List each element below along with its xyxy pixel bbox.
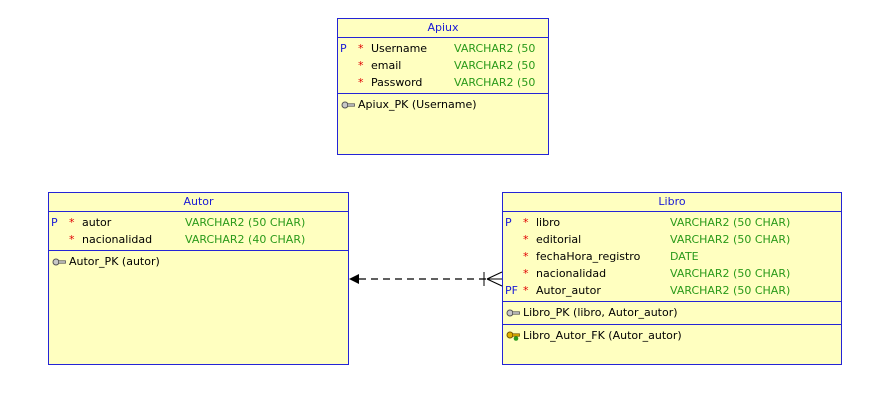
entity-autor[interactable]: Autor P * autor VARCHAR2 (50 CHAR) * nac… — [48, 192, 349, 365]
key-row[interactable]: Autor_PK (autor) — [49, 253, 348, 271]
column-list: P * autor VARCHAR2 (50 CHAR) * nacionali… — [49, 212, 348, 251]
entity-title: Libro — [503, 193, 841, 212]
entity-libro[interactable]: Libro P * libro VARCHAR2 (50 CHAR) * edi… — [502, 192, 842, 365]
column-type: VARCHAR2 (50 CHAR) — [670, 267, 791, 280]
key-label: Autor_PK (autor) — [69, 255, 160, 268]
key-row[interactable]: Apiux_PK (Username) — [338, 96, 548, 114]
fk-list: Libro_Autor_FK (Autor_autor) — [503, 325, 841, 347]
column-name: libro — [536, 216, 561, 229]
required-marker: * — [69, 216, 75, 229]
required-marker: * — [358, 42, 364, 55]
required-marker: * — [69, 233, 75, 246]
pk-key-icon — [341, 101, 355, 109]
column-type: VARCHAR2 (50 CHAR) — [670, 284, 791, 297]
pk-key-icon — [506, 309, 520, 317]
column-type: VARCHAR2 (50 — [454, 59, 536, 72]
column-row[interactable]: P * libro VARCHAR2 (50 CHAR) — [503, 214, 841, 231]
column-type: VARCHAR2 (50 — [454, 76, 536, 89]
column-name: editorial — [536, 233, 582, 246]
column-row[interactable]: P * autor VARCHAR2 (50 CHAR) — [49, 214, 348, 231]
column-name: nacionalidad — [536, 267, 607, 280]
column-type: DATE — [670, 250, 699, 263]
pk-marker: PF — [505, 284, 518, 297]
column-type: VARCHAR2 (50 CHAR) — [185, 216, 306, 229]
column-row[interactable]: * editorial VARCHAR2 (50 CHAR) — [503, 231, 841, 248]
required-marker: * — [523, 250, 529, 263]
pk-marker: P — [51, 216, 58, 229]
key-label: Libro_PK (libro, Autor_autor) — [523, 306, 678, 319]
key-row[interactable]: Libro_PK (libro, Autor_autor) — [503, 304, 841, 322]
key-list: Apiux_PK (Username) — [338, 94, 548, 116]
entity-title: Apiux — [338, 19, 548, 38]
column-type: VARCHAR2 (50 — [454, 42, 536, 55]
column-list: P * Username VARCHAR2 (50 * email VARCHA… — [338, 38, 548, 94]
crow-foot-lower — [486, 278, 503, 287]
key-list: Libro_PK (libro, Autor_autor) — [503, 302, 841, 325]
column-row[interactable]: * email VARCHAR2 (50 — [338, 57, 548, 74]
column-type: VARCHAR2 (40 CHAR) — [185, 233, 306, 246]
column-name: email — [371, 59, 402, 72]
column-name: Autor_autor — [536, 284, 601, 297]
required-marker: * — [358, 76, 364, 89]
required-marker: * — [523, 284, 529, 297]
column-type: VARCHAR2 (50 CHAR) — [670, 216, 791, 229]
required-marker: * — [358, 59, 364, 72]
column-list: P * libro VARCHAR2 (50 CHAR) * editorial… — [503, 212, 841, 302]
key-row[interactable]: Libro_Autor_FK (Autor_autor) — [503, 327, 841, 345]
column-row[interactable]: * nacionalidad VARCHAR2 (40 CHAR) — [49, 231, 348, 248]
arrow-head-icon — [349, 274, 359, 284]
column-name: nacionalidad — [82, 233, 153, 246]
fk-key-icon — [506, 331, 520, 341]
required-marker: * — [523, 267, 529, 280]
entity-apiux[interactable]: Apiux P * Username VARCHAR2 (50 * email … — [337, 18, 549, 155]
pk-key-icon — [52, 258, 66, 266]
pk-marker: P — [340, 42, 347, 55]
entity-title: Autor — [49, 193, 348, 212]
column-name: fechaHora_registro — [536, 250, 641, 263]
column-row[interactable]: * nacionalidad VARCHAR2 (50 CHAR) — [503, 265, 841, 282]
key-list: Autor_PK (autor) — [49, 251, 348, 273]
crow-foot-upper — [486, 271, 503, 280]
required-marker: * — [523, 216, 529, 229]
column-row[interactable]: * Password VARCHAR2 (50 — [338, 74, 548, 91]
required-marker: * — [523, 233, 529, 246]
key-label: Libro_Autor_FK (Autor_autor) — [523, 329, 682, 342]
column-name: Username — [371, 42, 428, 55]
column-row[interactable]: * fechaHora_registro DATE — [503, 248, 841, 265]
column-name: Password — [371, 76, 423, 89]
column-row[interactable]: PF * Autor_autor VARCHAR2 (50 CHAR) — [503, 282, 841, 299]
column-row[interactable]: P * Username VARCHAR2 (50 — [338, 40, 548, 57]
column-name: autor — [82, 216, 112, 229]
pk-marker: P — [505, 216, 512, 229]
key-label: Apiux_PK (Username) — [358, 98, 477, 111]
column-type: VARCHAR2 (50 CHAR) — [670, 233, 791, 246]
